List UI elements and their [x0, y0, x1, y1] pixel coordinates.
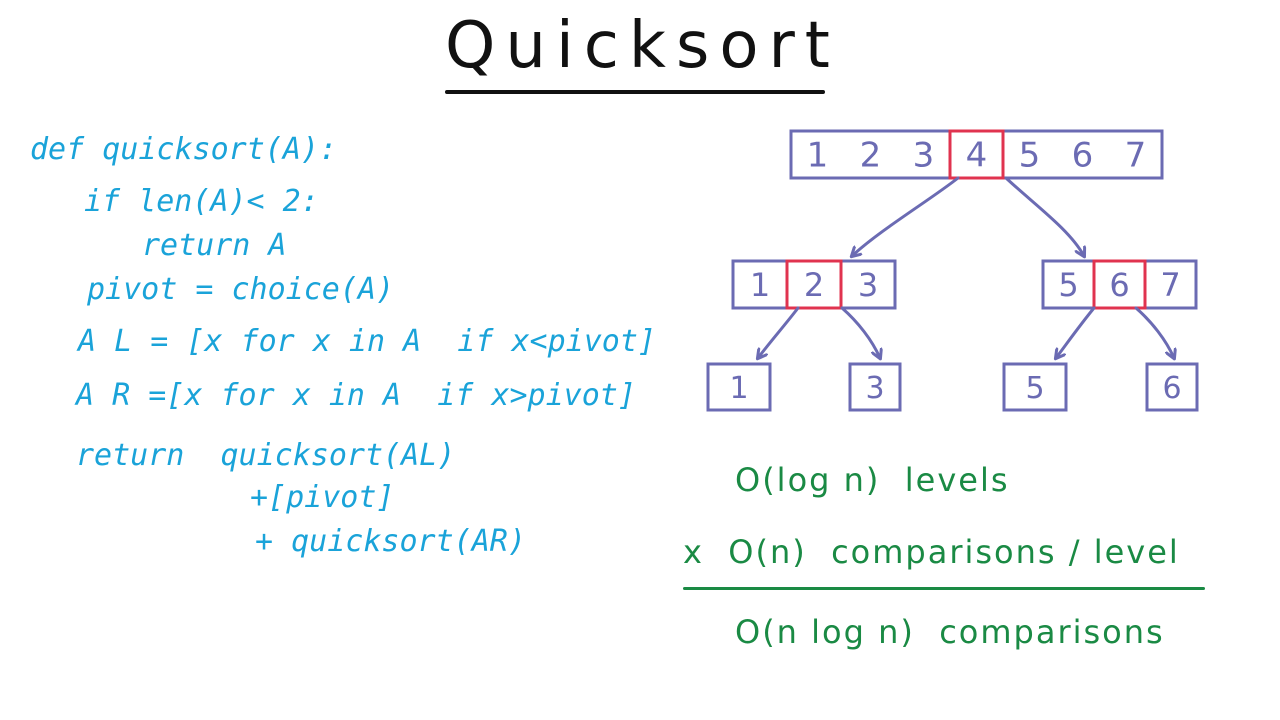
code-line-plus-pivot: +[pivot]: [250, 480, 395, 515]
root-array-value: 7: [1125, 136, 1147, 176]
leaf-ll-value: 1: [729, 371, 748, 406]
code-line-al: A L = [x for x in A if x<pivot]: [78, 324, 656, 359]
root-array-value: 5: [1019, 136, 1041, 176]
code-line-def: def quicksort(A):: [30, 132, 338, 167]
leaf-ll-box: [706, 362, 772, 412]
root-array-value: 1: [807, 136, 829, 176]
right-array-pivot-box: [1092, 259, 1147, 310]
code-line-if: if len(A)< 2:: [84, 184, 319, 219]
root-array-pivot-box: [948, 129, 1005, 180]
leaf-rl-box: [1002, 362, 1068, 412]
code-line-plus-quicksort: + quicksort(AR): [255, 524, 526, 559]
analysis-sum-line: [683, 587, 1205, 590]
leaf-rr-box: [1145, 362, 1199, 412]
title-underline: [445, 90, 825, 94]
left-array-value: 2: [804, 266, 824, 304]
analysis-levels: O(log n) levels: [735, 461, 1010, 499]
page-title: Quicksort: [445, 9, 840, 83]
left-array-pivot-box: [785, 259, 843, 310]
code-line-return-a: return A: [142, 228, 287, 263]
arrow-right-to-leaf-5: [1056, 306, 1096, 358]
left-array-value: 3: [858, 266, 878, 304]
right-array-value: 5: [1058, 266, 1078, 304]
root-array-value: 2: [860, 136, 882, 176]
arrow-root-right: [1004, 176, 1084, 256]
analysis-comparisons-per-level: x O(n) comparisons / level: [683, 533, 1180, 571]
arrow-right-to-leaf-6: [1134, 306, 1174, 358]
leaf-lr-value: 3: [865, 371, 884, 406]
code-line-return: return quicksort(AL): [76, 438, 456, 473]
leaf-rr-value: 6: [1162, 371, 1181, 406]
leaf-lr-box: [848, 362, 902, 412]
arrow-left-to-leaf-3: [840, 306, 880, 358]
code-line-ar: A R =[x for x in A if x>pivot]: [76, 378, 636, 413]
arrow-left-to-leaf-1: [758, 306, 800, 358]
leaf-rl-value: 5: [1025, 371, 1044, 406]
right-array-value: 6: [1109, 266, 1129, 304]
left-array-value: 1: [750, 266, 770, 304]
root-array-value: 6: [1072, 136, 1094, 176]
analysis-total: O(n log n) comparisons: [735, 613, 1165, 651]
code-line-pivot: pivot = choice(A): [87, 272, 395, 307]
root-array-value: 3: [913, 136, 935, 176]
arrow-root-left: [852, 176, 960, 256]
root-array-value: 4: [966, 136, 988, 176]
right-array-value: 7: [1160, 266, 1180, 304]
